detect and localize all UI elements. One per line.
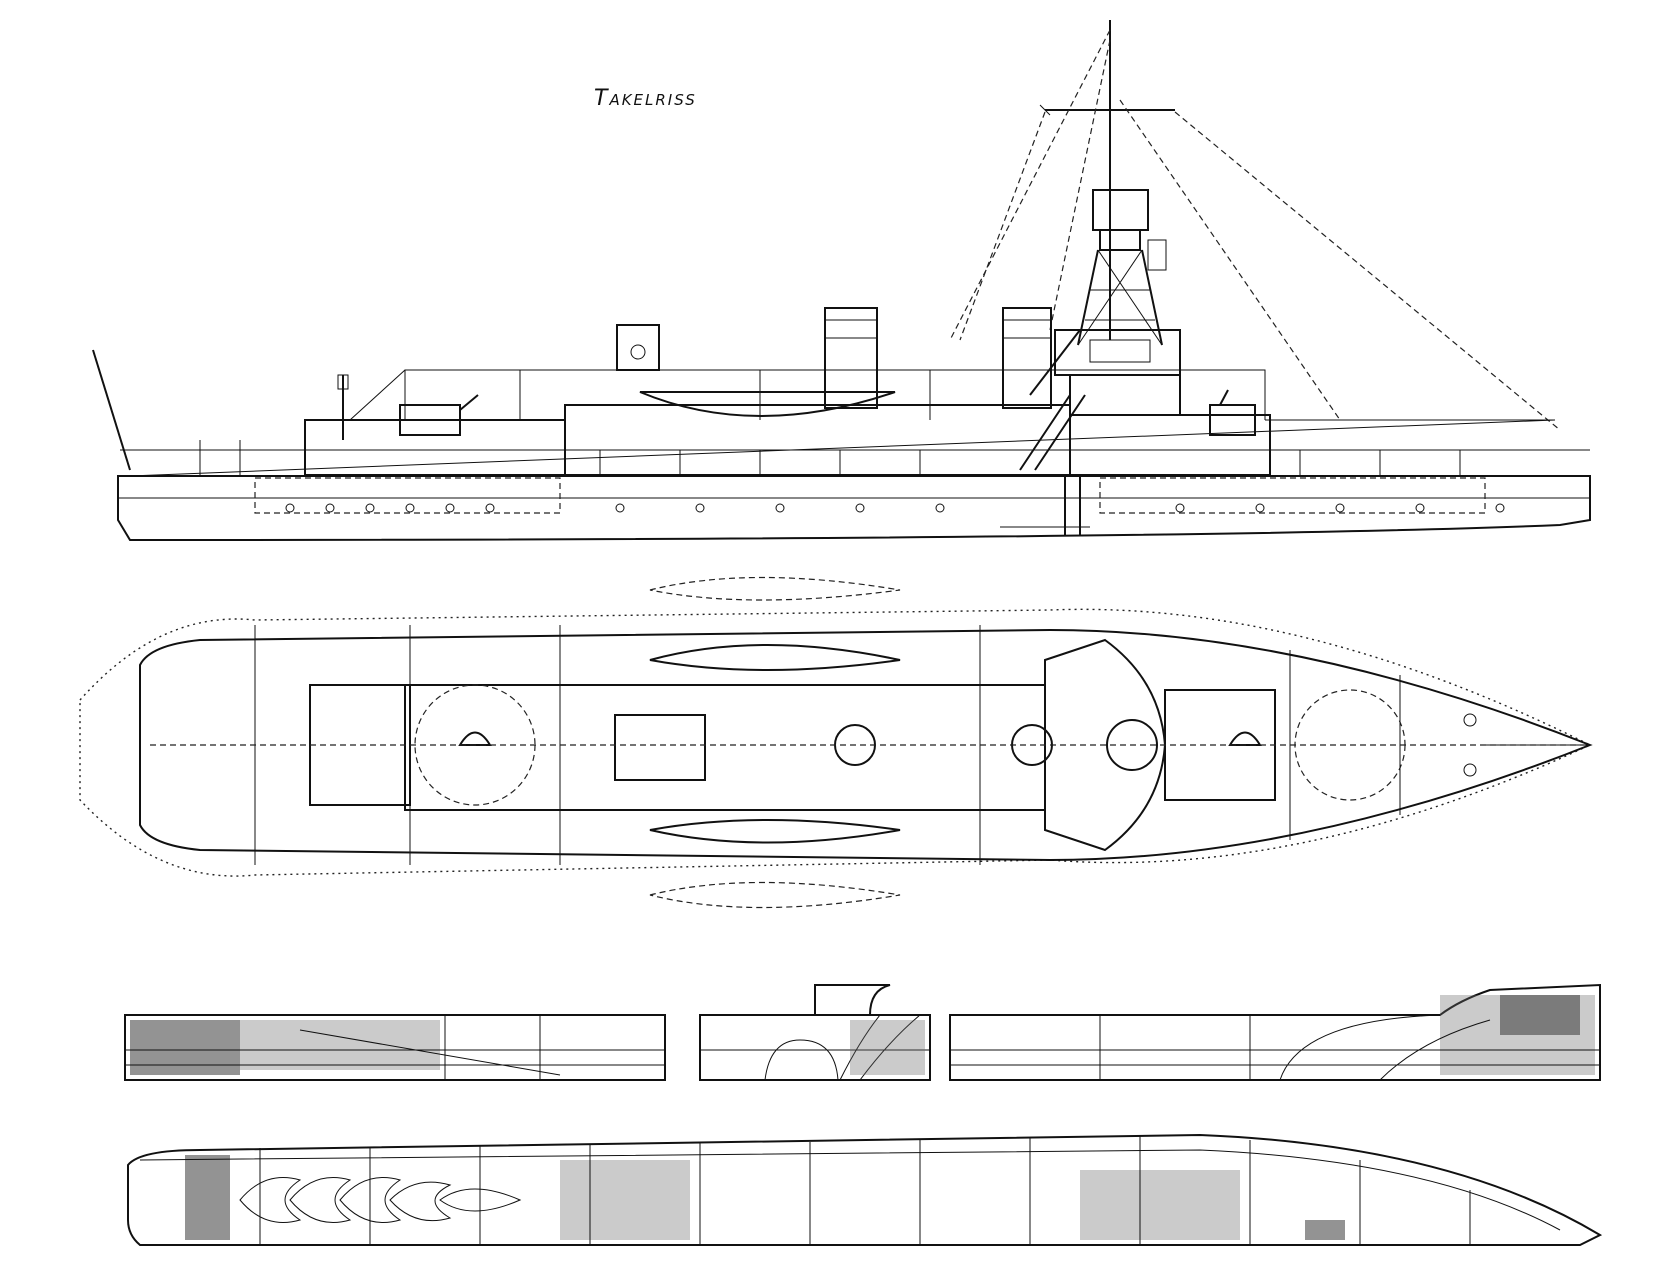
midship-superstructure — [564, 404, 1071, 476]
ship-boat — [639, 391, 896, 417]
fore-gun — [1209, 404, 1256, 436]
boat-plan-port — [649, 576, 901, 601]
boat-plan-stbd — [649, 881, 901, 909]
hull-lines-forward — [949, 983, 1601, 1081]
ensign-staff — [92, 349, 131, 471]
sheer-frame-lines — [259, 1136, 1471, 1245]
rigging-profile-view — [92, 20, 1591, 542]
deck-boat-stbd — [649, 819, 901, 844]
funnel-1 — [616, 324, 660, 371]
drawing-title: Takelriss — [594, 86, 697, 111]
bridge-structure — [1019, 329, 1181, 471]
back-stay — [1174, 111, 1561, 431]
profile-hull — [117, 475, 1591, 542]
funnels — [616, 307, 1052, 409]
funnel-3 — [1002, 307, 1052, 409]
stern-waterlines — [239, 1177, 522, 1223]
portholes — [285, 503, 1505, 513]
awning-frame — [404, 369, 1266, 420]
hull-body-plan — [699, 984, 931, 1081]
fore-gun-mount — [1228, 731, 1262, 746]
deck-boat-port — [649, 644, 901, 671]
hull-sheer-plan — [127, 1133, 1603, 1246]
fore-stay — [949, 29, 1111, 341]
hull-lines-aft — [124, 1014, 666, 1081]
funnel-2 — [824, 307, 878, 409]
lattice-tower — [1077, 189, 1167, 346]
deck-plan-view — [79, 576, 1593, 909]
aft-gun-mount — [458, 731, 492, 746]
